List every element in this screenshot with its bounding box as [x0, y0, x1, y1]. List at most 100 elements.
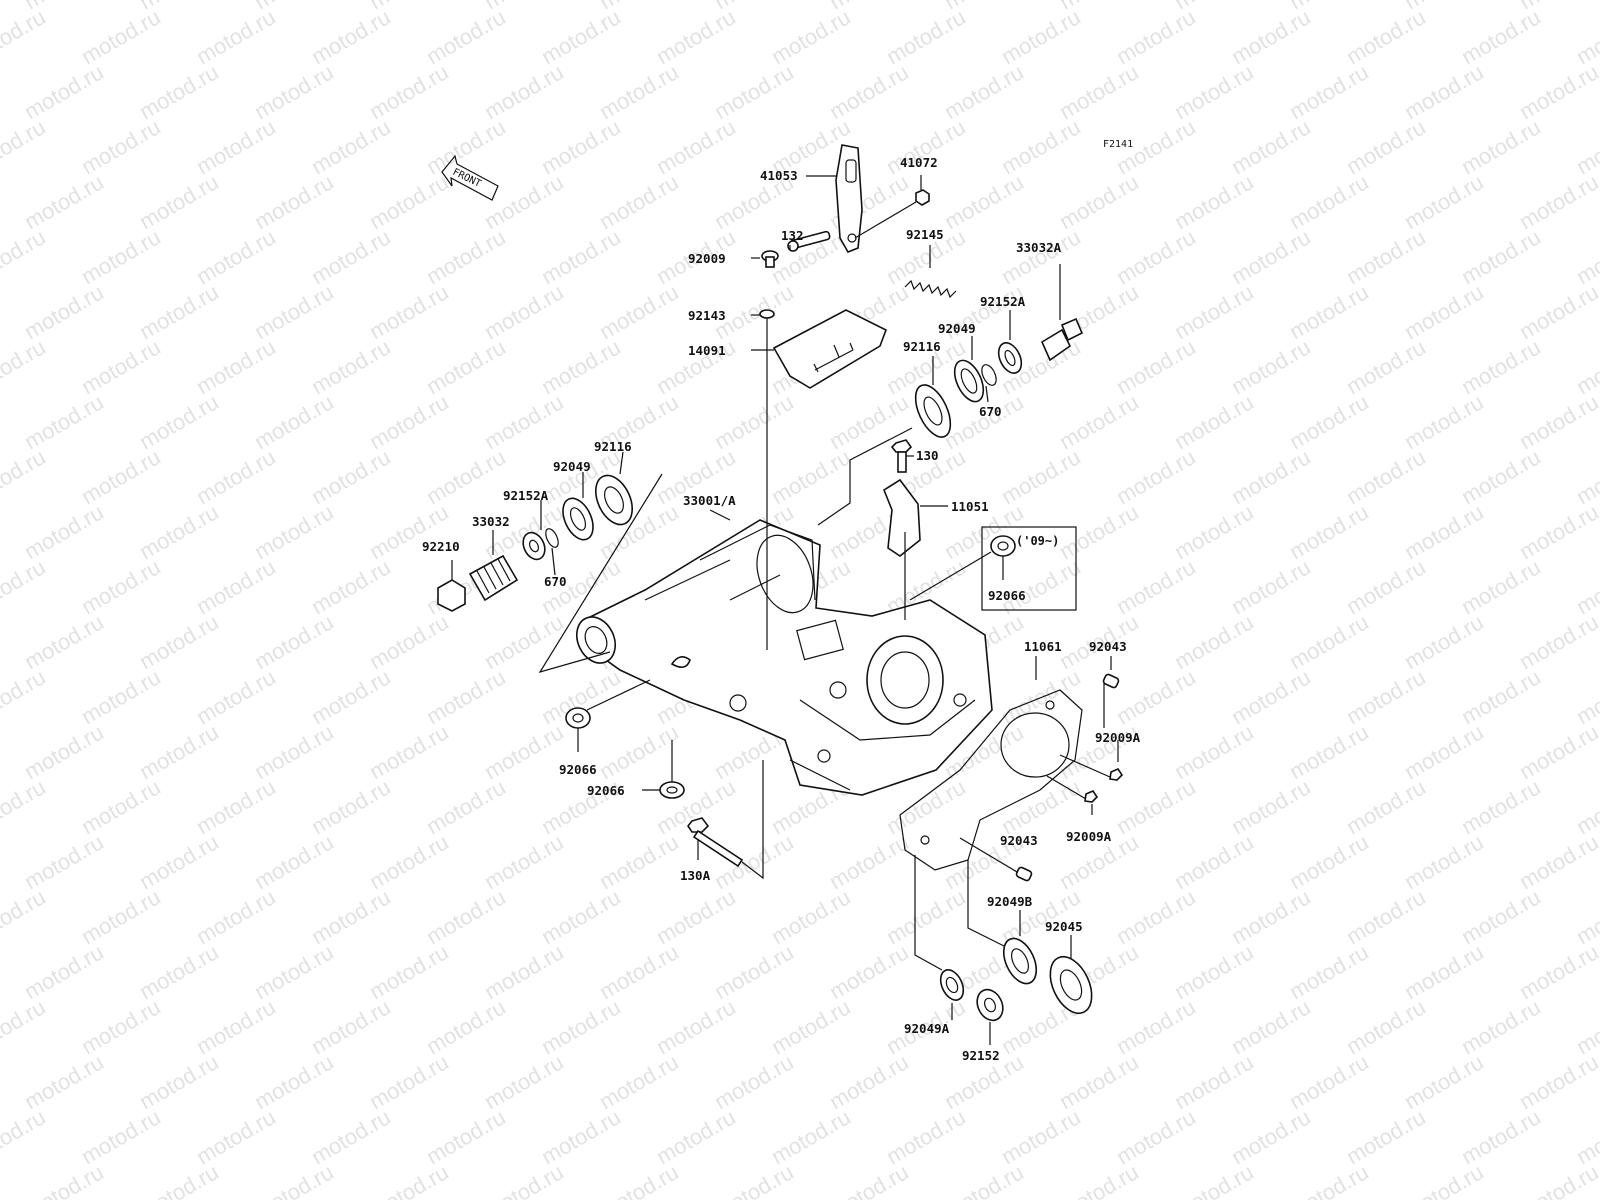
grommet-92066-bottom-icon [659, 781, 685, 799]
watermark-text: motod.ru [192, 994, 280, 1059]
watermark-text: motod.ru [192, 1104, 280, 1169]
watermark-text: motod.ru [1342, 334, 1430, 399]
watermark-text: motod.ru [882, 1104, 970, 1169]
watermark-text: motod.ru [1112, 994, 1200, 1059]
watermark-text: motod.ru [20, 59, 108, 124]
watermark-text: motod.ru [1170, 939, 1258, 1004]
watermark-text: motod.ru [825, 939, 913, 1004]
label-92049-right: 92049 [938, 321, 976, 336]
washer-92143-icon [759, 309, 775, 319]
watermark-text: motod.ru [1112, 224, 1200, 289]
watermark-text: motod.ru [1285, 829, 1373, 894]
watermark-text: motod.ru [1400, 389, 1488, 454]
watermark-text: motod.ru [250, 829, 338, 894]
nut-92210-icon [437, 579, 466, 612]
watermark-text: motod.ru [135, 389, 223, 454]
watermark-text: motod.ru [595, 719, 683, 784]
watermark-text: motod.ru [1170, 719, 1258, 784]
watermark-text: motod.ru [422, 444, 510, 509]
bearing-92116-left-icon [595, 474, 633, 526]
watermark-text: motod.ru [940, 1159, 1028, 1200]
watermark-text: motod.ru [365, 389, 453, 454]
label-92009A-top: 92009A [1095, 730, 1141, 745]
ring-670-left-icon [545, 528, 559, 548]
label-92049A: 92049A [904, 1021, 950, 1036]
watermark-text: motod.ru [307, 4, 395, 69]
watermark-text: motod.ru [1112, 1104, 1200, 1169]
bolt-130-icon [890, 439, 913, 473]
watermark-text: motod.ru [135, 59, 223, 124]
watermark-text: motod.ru [595, 939, 683, 1004]
watermark-text: motod.ru [1572, 554, 1600, 619]
watermark-text: motod.ru [422, 1104, 510, 1169]
watermark-text: motod.ru [940, 169, 1028, 234]
watermark-text: motod.ru [1515, 169, 1600, 234]
watermark-text: motod.ru [1572, 774, 1600, 839]
watermark-text: motod.ru [480, 169, 568, 234]
watermark-text: motod.ru [1400, 939, 1488, 1004]
watermark-text: motod.ru [1400, 279, 1488, 344]
watermark-text: motod.ru [250, 1049, 338, 1114]
watermark-text: motod.ru [997, 664, 1085, 729]
label-33032: 33032 [472, 514, 510, 529]
watermark-text: motod.ru [537, 4, 625, 69]
watermark-text: motod.ru [192, 4, 280, 69]
watermark-text: motod.ru [997, 444, 1085, 509]
watermark-text: motod.ru [0, 114, 50, 179]
watermark-text: motod.ru [77, 444, 165, 509]
watermark-text: motod.ru [77, 114, 165, 179]
watermark-text: motod.ru [1285, 1049, 1373, 1114]
label-92049-left: 92049 [553, 459, 591, 474]
watermark-text: motod.ru [480, 1049, 568, 1114]
watermark-text: motod.ru [307, 114, 395, 179]
label-92066-right: 92066 [988, 588, 1026, 603]
grommet-92066-left-icon [565, 707, 591, 729]
spring-92145-icon [904, 279, 957, 299]
label-92043-top: 92043 [1089, 639, 1127, 654]
gasket-11061-icon [899, 689, 1083, 871]
watermark-text: motod.ru [1227, 444, 1315, 509]
label-670-right: 670 [979, 404, 1002, 419]
watermark-text: motod.ru [1400, 169, 1488, 234]
watermark-text: motod.ru [1457, 994, 1545, 1059]
watermark-text: motod.ru [1227, 664, 1315, 729]
watermark-text: motod.ru [135, 829, 223, 894]
seal-92049-left-icon [562, 497, 594, 541]
watermark-text: motod.ru [1055, 389, 1143, 454]
watermark-text: motod.ru [825, 1049, 913, 1114]
grommet-92066-right-icon [990, 535, 1016, 557]
watermark-text: motod.ru [1400, 59, 1488, 124]
watermark-text: motod.ru [1342, 994, 1430, 1059]
bolt-92009A-bottom-icon [1084, 790, 1099, 803]
watermark-text: motod.ru [1170, 389, 1258, 454]
watermark-text: motod.ru [1342, 664, 1430, 729]
watermark-text: motod.ru [365, 939, 453, 1004]
watermark-text: motod.ru [365, 59, 453, 124]
watermark-text: motod.ru [537, 114, 625, 179]
watermark-text: motod.ru [1515, 939, 1600, 1004]
watermark-text: motod.ru [20, 499, 108, 564]
watermark-text: motod.ru [365, 719, 453, 784]
watermark-text: motod.ru [652, 114, 740, 179]
watermark-text: motod.ru [1285, 279, 1373, 344]
watermark-text: motod.ru [1342, 774, 1430, 839]
watermark-text: motod.ru [1572, 884, 1600, 949]
part-labels: 41053 41072 132 92145 92009 33032A 92143… [422, 155, 1141, 1063]
watermark-text: motod.ru [1572, 1104, 1600, 1169]
bolt-92009A-top-icon [1109, 768, 1124, 781]
watermark-text: motod.ru [1572, 664, 1600, 729]
seal-92049A-icon [939, 969, 965, 1001]
watermark-text: motod.ru [1515, 719, 1600, 784]
watermark-text: motod.ru [1400, 1049, 1488, 1114]
seal-92049-right-icon [953, 359, 985, 403]
label-92152A-left: 92152A [503, 488, 549, 503]
watermark-text: motod.ru [0, 334, 50, 399]
shaft-33032-icon [468, 554, 519, 602]
watermark-text: motod.ru [767, 1104, 855, 1169]
label-33001A: 33001/A [683, 493, 736, 508]
watermark-text: motod.ru [1055, 59, 1143, 124]
watermark-text: motod.ru [1285, 169, 1373, 234]
watermark-text: motod.ru [20, 829, 108, 894]
watermark-text: motod.ru [1457, 664, 1545, 729]
